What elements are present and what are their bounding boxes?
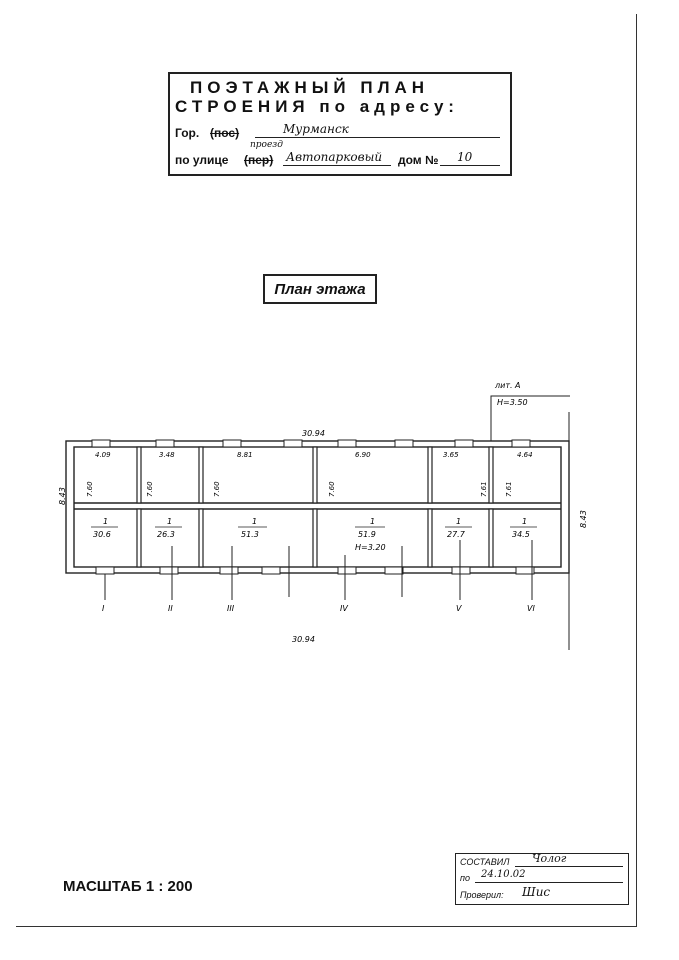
overall-depth-right: 8.43 xyxy=(579,510,588,528)
overall-width-top: 30.94 xyxy=(302,429,325,438)
city-label: Гор. xyxy=(175,126,200,140)
window xyxy=(337,439,357,448)
scale-label: МАСШТАБ 1 : 200 xyxy=(63,878,193,895)
date-label: по xyxy=(460,873,470,883)
house-value: 10 xyxy=(457,150,473,164)
room-area: 27.7 xyxy=(447,530,466,539)
section-numeral: III xyxy=(227,604,235,613)
room-depth: 7.61 xyxy=(505,481,513,497)
overall-width-bottom: 30.94 xyxy=(292,635,315,644)
partition xyxy=(136,446,142,504)
window xyxy=(95,566,115,575)
room-width: 6.90 xyxy=(355,451,371,459)
window xyxy=(451,566,471,575)
section-numeral: IV xyxy=(340,604,348,613)
window xyxy=(394,439,414,448)
partition xyxy=(488,446,494,504)
room-number: 1 xyxy=(103,517,108,526)
window xyxy=(511,439,531,448)
date-value: 24.10.02 xyxy=(481,869,526,880)
top-partitions xyxy=(136,446,494,504)
partition xyxy=(198,446,204,504)
room-number: 1 xyxy=(522,517,527,526)
room-depth: 7.60 xyxy=(146,481,154,497)
section-numeral: II xyxy=(168,604,173,613)
composed-underline xyxy=(515,866,623,867)
room-area: 51.9 xyxy=(358,530,376,539)
room-height: Н=3.20 xyxy=(355,543,386,552)
room-area: 26.3 xyxy=(157,530,175,539)
overall-depth-left: 8.43 xyxy=(58,487,67,505)
lit-label: лит. А xyxy=(494,381,521,390)
room-width: 3.65 xyxy=(443,451,459,459)
section-numeral: VI xyxy=(527,604,535,613)
street-label: по улице xyxy=(175,153,229,167)
house-label: дом № xyxy=(398,153,439,167)
composed-label: СОСТАВИЛ xyxy=(460,857,510,867)
window xyxy=(222,439,242,448)
room-labels: 1 30.6 1 26.3 1 51.3 1 51.9 Н=3.20 1 27.… xyxy=(91,517,537,552)
room-area: 34.5 xyxy=(512,530,530,539)
lit-callout xyxy=(490,395,570,441)
section-numeral: V xyxy=(456,604,462,613)
partition xyxy=(312,508,318,568)
height-label: Н=3.50 xyxy=(497,398,528,407)
window xyxy=(155,439,175,448)
street-value: Автопарковый xyxy=(286,150,383,164)
city-value: Мурманск xyxy=(283,122,349,136)
window xyxy=(261,566,281,575)
window xyxy=(454,439,474,448)
room-width: 3.48 xyxy=(159,451,175,459)
window xyxy=(159,566,179,575)
room-width: 8.81 xyxy=(237,451,253,459)
city-underline xyxy=(255,137,500,138)
room-depth: 7.61 xyxy=(480,481,488,497)
bottom-partitions xyxy=(136,508,494,568)
section-numerals: I II III IV V VI xyxy=(102,604,535,613)
date-underline xyxy=(475,882,623,883)
partition xyxy=(198,508,204,568)
window xyxy=(384,566,404,575)
title-line-1: ПОЭТАЖНЫЙ ПЛАН xyxy=(190,78,430,97)
room-width: 4.09 xyxy=(95,451,111,459)
partition xyxy=(488,508,494,568)
checked-label: Проверил: xyxy=(460,890,504,900)
composed-value: Чолог xyxy=(532,852,567,865)
top-windows xyxy=(91,439,531,448)
partition xyxy=(427,508,433,568)
title-line-2: СТРОЕНИЯ по адресу: xyxy=(175,97,459,116)
room-number: 1 xyxy=(252,517,257,526)
street-note: проезд xyxy=(250,140,283,150)
checked-value: Шис xyxy=(522,885,551,899)
street-underline xyxy=(283,165,391,166)
title-block xyxy=(168,72,512,176)
house-underline xyxy=(440,165,500,166)
room-width: 4.64 xyxy=(517,451,533,459)
room-area: 51.3 xyxy=(241,530,259,539)
room-area: 30.6 xyxy=(93,530,111,539)
window xyxy=(337,566,357,575)
room-number: 1 xyxy=(370,517,375,526)
page-border xyxy=(16,14,637,927)
section-lines xyxy=(104,395,570,650)
partition xyxy=(312,446,318,504)
section-numeral: I xyxy=(102,604,105,613)
room-number: 1 xyxy=(167,517,172,526)
window xyxy=(283,439,303,448)
bottom-windows xyxy=(95,566,535,575)
window xyxy=(219,566,239,575)
room-depth: 7.60 xyxy=(86,481,94,497)
room-depth: 7.60 xyxy=(213,481,221,497)
room-depth: 7.60 xyxy=(328,481,336,497)
partition xyxy=(427,446,433,504)
room-number: 1 xyxy=(456,517,461,526)
window xyxy=(91,439,111,448)
approval-stamp xyxy=(455,853,629,905)
city-struck: (пос) xyxy=(210,126,240,140)
street-struck: (пер) xyxy=(244,153,274,167)
floor-title: План этажа xyxy=(263,274,377,304)
window xyxy=(515,566,535,575)
partition xyxy=(136,508,142,568)
